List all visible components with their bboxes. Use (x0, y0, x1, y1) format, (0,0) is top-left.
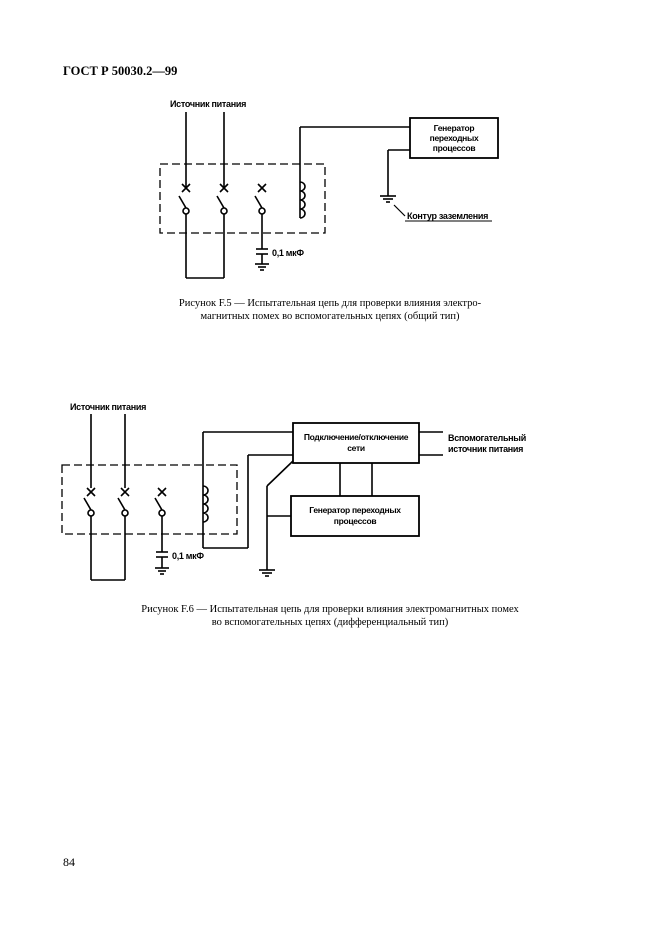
f6-ground-symbol (259, 569, 275, 577)
f6-switch-1 (83, 487, 96, 580)
f6-generator-label-1: Генератор переходных (309, 505, 401, 515)
f5-ground-label: Контур заземления (407, 211, 488, 221)
f5-capacitor-label: 0,1 мкФ (272, 248, 304, 258)
f6-connect-box (292, 422, 420, 464)
f5-generator-box (409, 117, 499, 159)
f6-connect-label-1: Подключение/отключение (304, 432, 409, 442)
f6-capacitor-symbol (155, 551, 169, 575)
figure-f6-diagram: Источник питания (61, 402, 526, 581)
figure-f5-diagram: Источник питания (159, 99, 499, 279)
f5-switch-3 (254, 183, 267, 249)
f6-enclosure (61, 464, 238, 535)
f5-inductor-symbol (299, 178, 306, 219)
f6-aux-label-2: источник питания (448, 444, 523, 454)
figure-f6-caption-line-1: Рисунок F.6 — Испытательная цепь для про… (141, 604, 519, 615)
f6-generator-label-2: процессов (334, 516, 377, 526)
f6-aux-label-1: Вспомогательный (448, 433, 526, 443)
f5-switch-1 (178, 183, 191, 278)
f5-ground-symbol (380, 149, 410, 203)
document-header: ГОСТ Р 50030.2—99 (63, 64, 178, 78)
figure-f5-caption-line-2: магнитных помех во вспомогательных цепях… (200, 311, 460, 322)
figure-f6-caption: Рисунок F.6 — Испытательная цепь для про… (60, 603, 600, 629)
f5-ground-leader (393, 204, 406, 217)
f6-switch-3 (154, 487, 167, 552)
f6-switch-2 (117, 487, 130, 580)
f5-generator-label-2: переходных (430, 133, 479, 143)
figure-f6-caption-line-2: во вспомогательных цепях (дифференциальн… (211, 617, 449, 628)
page-number: 84 (63, 855, 75, 869)
f5-power-source-label: Источник питания (170, 99, 246, 109)
figure-f5-caption-line-1: Рисунок F.5 — Испытательная цепь для про… (178, 298, 482, 309)
f5-generator-label-3: процессов (433, 143, 476, 153)
f6-diagonal-feed (266, 460, 294, 487)
f5-switch-2 (216, 183, 229, 278)
f5-generator-label-1: Генератор (434, 123, 475, 133)
f6-connect-label-2: сети (347, 443, 365, 453)
f5-enclosure (159, 163, 326, 234)
f5-capacitor-symbol (255, 248, 269, 271)
f6-power-source-label: Источник питания (70, 402, 146, 412)
figure-f5-caption: Рисунок F.5 — Испытательная цепь для про… (110, 297, 550, 323)
f6-inductor-symbol (202, 482, 209, 524)
f6-capacitor-label: 0,1 мкФ (172, 551, 204, 561)
